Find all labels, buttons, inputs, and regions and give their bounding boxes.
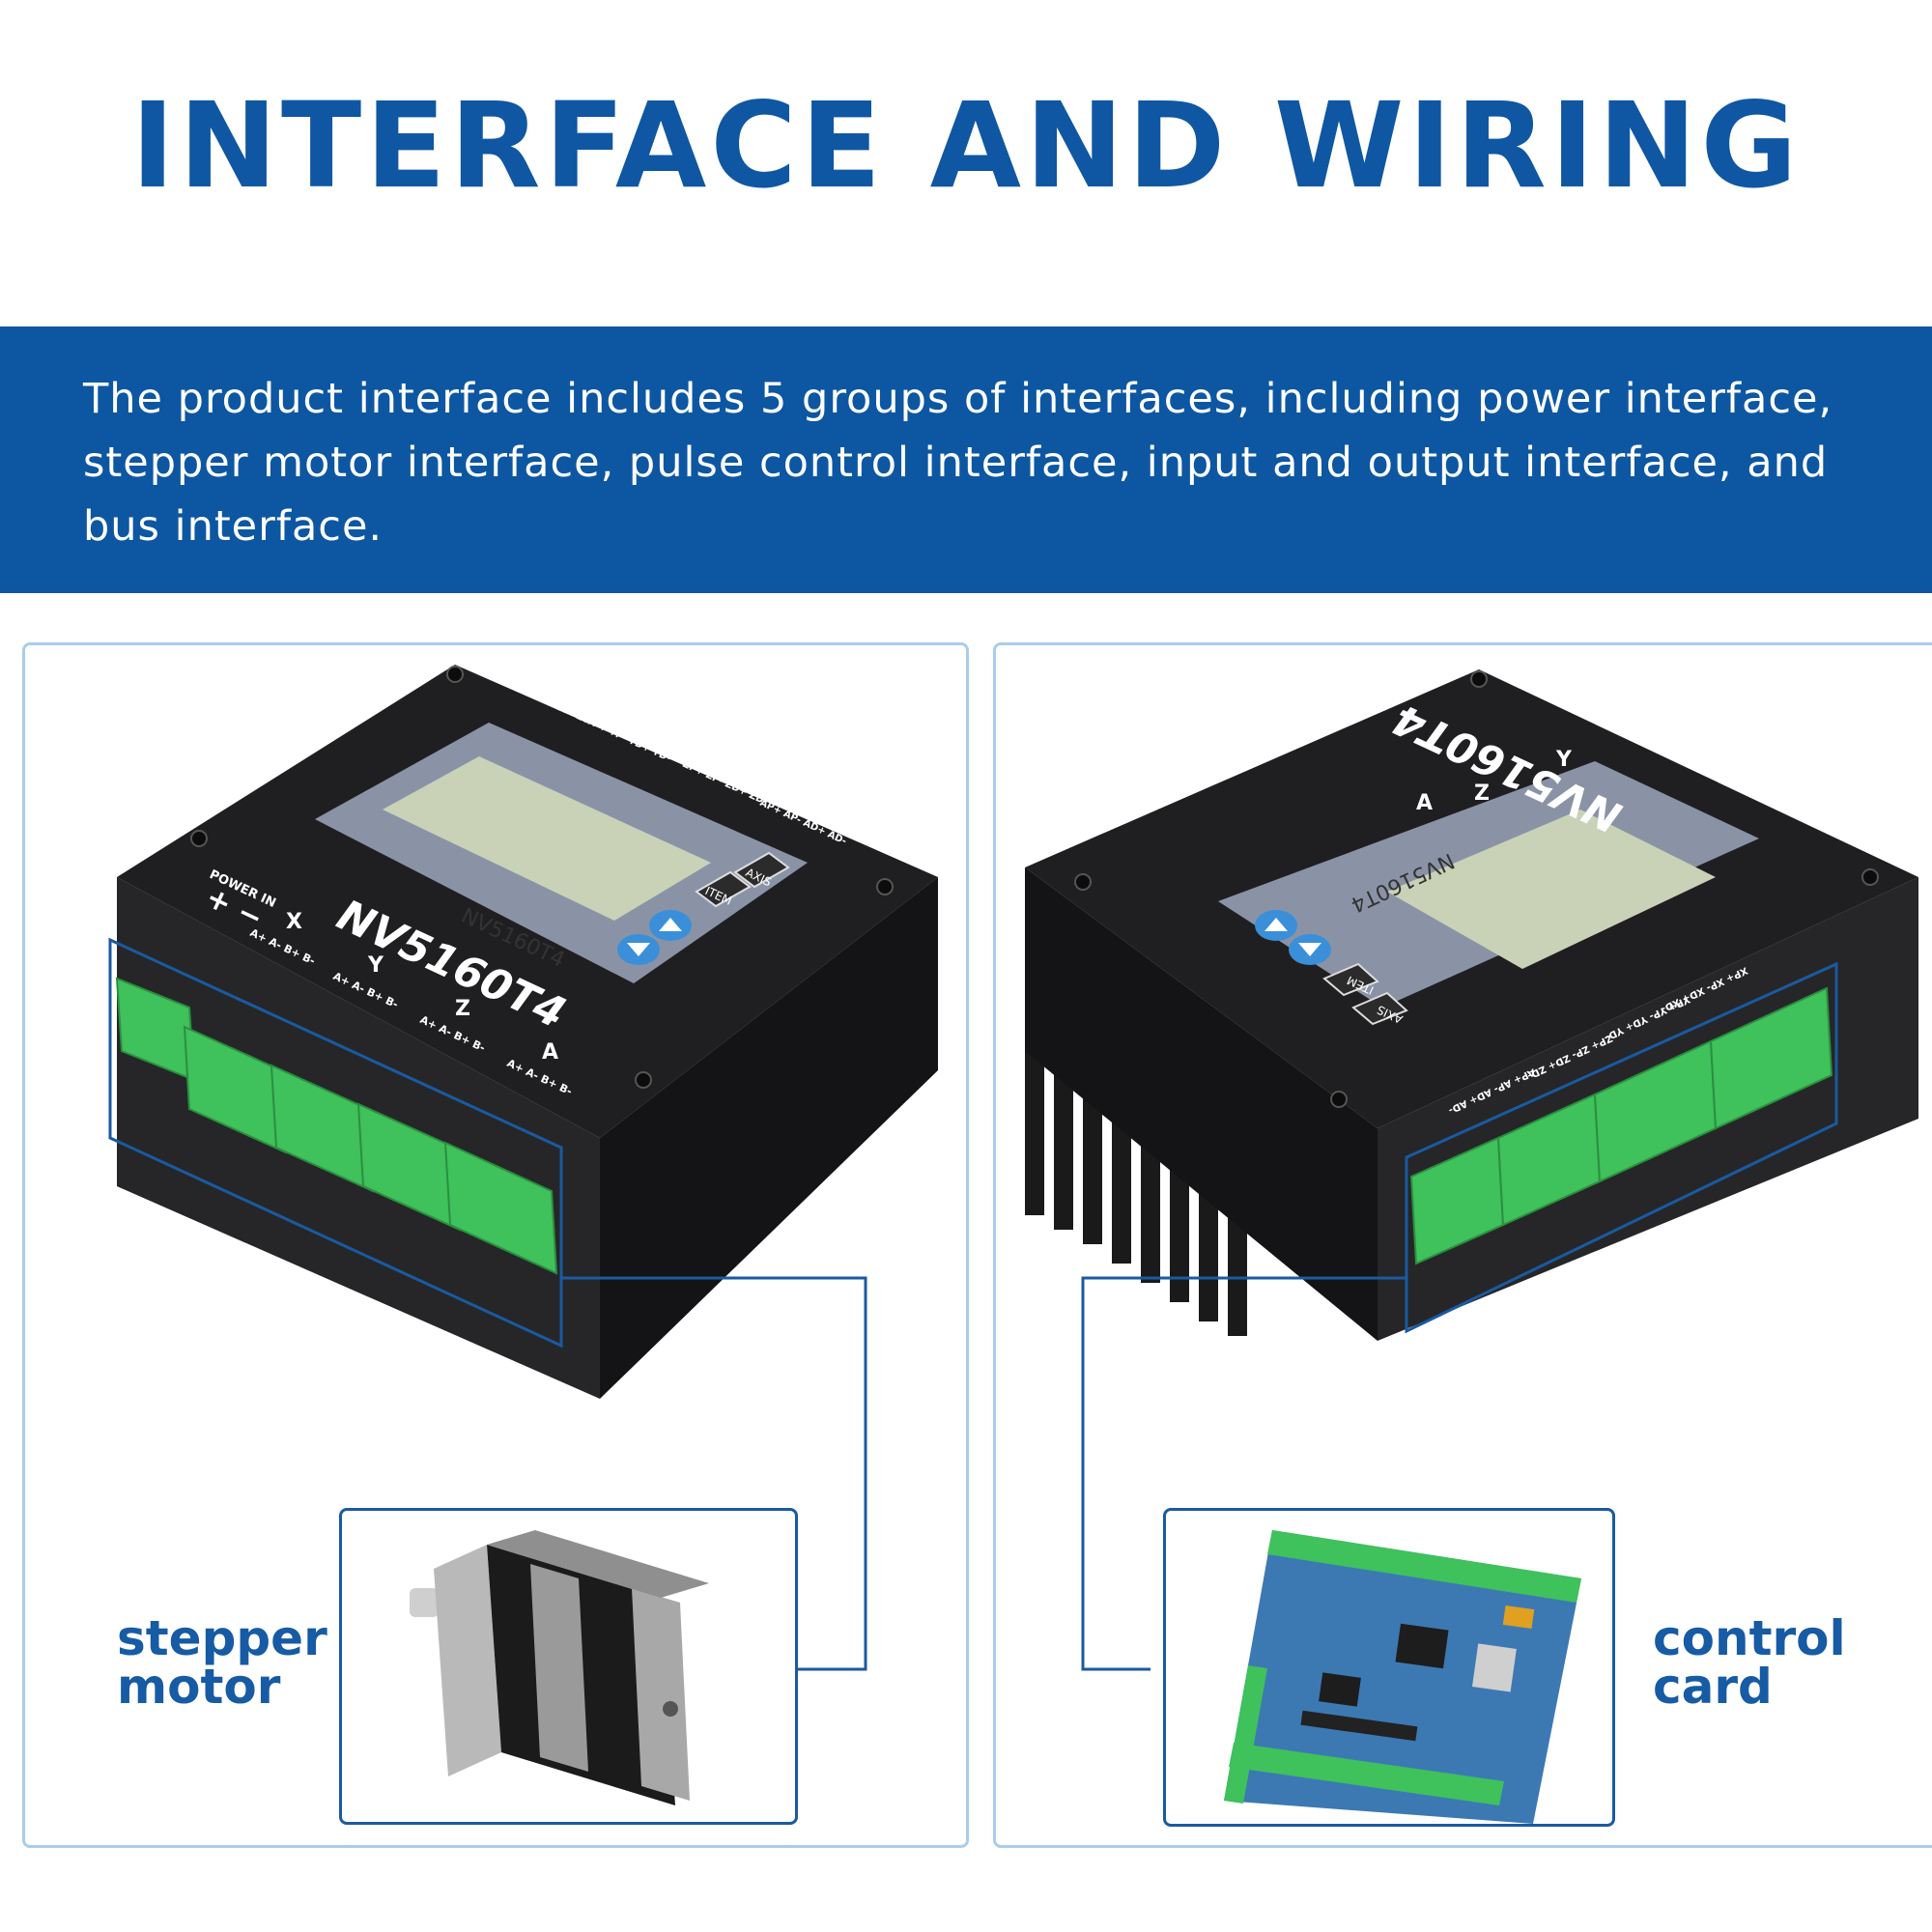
up-arrow-button[interactable] [649,910,692,941]
axis-label-z: Z [455,997,470,1021]
stepper-motor-image [410,1530,709,1805]
left-panel: NV5160T4 AXIS ITEM NV5160T4 POWER IN + −… [22,642,969,1848]
terminal-block-right-4 [1709,986,1833,1130]
power-in-label-right: POWER IN [1747,683,1818,726]
page-title: INTERFACE AND WIRING [130,77,1802,214]
control-card-image-box [1163,1508,1615,1827]
axis-button-right[interactable]: AXIS [1351,991,1408,1026]
up-arrow-icon [659,918,682,931]
description-band: The product interface includes 5 groups … [0,327,1932,593]
screws-right [1074,670,1879,1108]
device-side-face-right [1025,867,1378,1341]
motor-interface-highlight [108,937,563,1349]
down-arrow-icon [627,943,650,956]
up-arrow-button-right[interactable] [1255,910,1297,941]
lcd-screen [383,756,711,921]
terminal-blocks-right [1409,986,1833,1265]
caption-control-card: control card [1653,1610,1846,1715]
caption-stepper-motor: stepper motor [117,1610,327,1715]
description-text: The product interface includes 5 groups … [83,375,1833,551]
down-arrow-icon [1298,943,1321,956]
right-panel: NV5160T4 ITEM AXIS NV5160T4 POWER IN + −… [993,642,1932,1848]
connector-line-left [561,1276,867,1671]
lcd-screen-right [1387,810,1716,969]
axis-label-a: A [542,1040,558,1065]
connector-line-right [1081,1276,1406,1671]
terminal-blocks-left [115,977,558,1275]
axis-label-y-right: Y [1555,748,1573,772]
axis-label-a-right: A [1416,791,1433,815]
motor-shaft [410,1588,439,1617]
down-arrow-button-right[interactable] [1289,934,1331,965]
axis-label-z-right: Z [1474,781,1490,806]
circuit-board [1224,1530,1581,1824]
up-arrow-icon [1264,918,1288,931]
axis-label-x: X [286,910,302,934]
power-terminal-signs-right: + − [1691,712,1759,767]
screws-left [190,666,894,1089]
down-arrow-button[interactable] [617,934,660,965]
terminal-block-a [443,1141,558,1275]
driver-device-right: NV5160T4 ITEM AXIS NV5160T4 POWER IN + −… [1025,669,1918,1671]
device-side-face [600,877,938,1399]
axis-label-y: Y [367,953,384,978]
axis-label-x-right: X [1634,714,1650,738]
control-interface-highlight [1405,961,1838,1334]
item-button-right[interactable]: ITEM [1322,962,1379,997]
control-card-image [1224,1530,1581,1824]
stepper-motor-image-box [339,1508,798,1825]
